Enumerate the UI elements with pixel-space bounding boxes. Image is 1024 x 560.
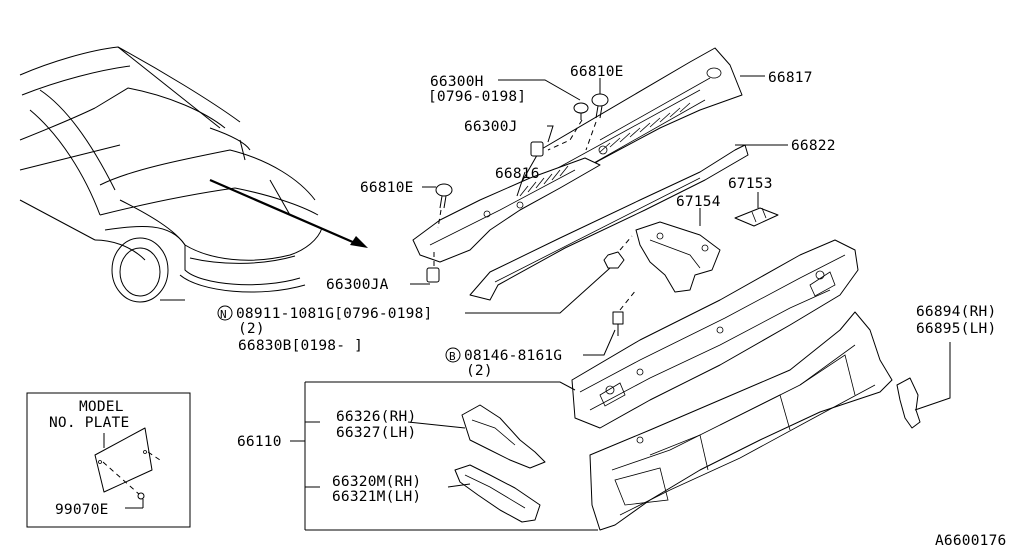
direction-arrow <box>209 178 368 248</box>
dash-upper-panel <box>571 239 859 429</box>
dash-lower-panel <box>589 311 893 531</box>
label-99070e: 99070E <box>55 502 109 518</box>
label-08911-qty: (2) <box>238 321 265 337</box>
n-circle <box>217 305 233 321</box>
label-model-plate-1: MODEL <box>79 399 124 415</box>
label-n-circle: N <box>220 308 227 321</box>
car-illustration <box>19 46 323 303</box>
part-66320m-panel <box>454 464 541 523</box>
label-08146-qty: (2) <box>466 363 493 379</box>
label-66894: 66894(RH) <box>916 304 996 320</box>
label-66327: 66327(LH) <box>336 425 416 441</box>
part-67154-bracket <box>635 221 721 293</box>
label-66816: 66816 <box>495 166 540 182</box>
label-66326: 66326(RH) <box>336 409 416 425</box>
label-66810e-left: 66810E <box>360 180 414 196</box>
label-66810e-top: 66810E <box>570 64 624 80</box>
fasteners <box>426 93 637 336</box>
model-plate-box <box>26 392 191 528</box>
label-66300ja: 66300JA <box>326 277 389 293</box>
label-66817: 66817 <box>768 70 813 86</box>
label-66320m: 66320M(RH) <box>332 474 421 490</box>
b-circle <box>445 347 461 363</box>
label-66822: 66822 <box>791 138 836 154</box>
label-b-circle: B <box>449 350 456 363</box>
diagram-code: A6600176 <box>935 533 1006 549</box>
part-66816-cowl-top <box>412 157 601 263</box>
part-66326-panel <box>461 404 546 469</box>
label-08911: 08911-1081G[0796-0198] <box>236 306 432 322</box>
label-model-plate-2: NO. PLATE <box>49 415 129 431</box>
label-66110: 66110 <box>237 434 282 450</box>
part-labels: 66300H [0796-0198] 66810E 66817 66300J 6… <box>49 64 1006 549</box>
part-66894-bracket <box>896 377 921 429</box>
leader-lines <box>290 75 951 531</box>
label-67154: 67154 <box>676 194 721 210</box>
label-66300h: 66300H <box>430 74 484 90</box>
label-66300h-date: [0796-0198] <box>428 89 526 105</box>
label-67153: 67153 <box>728 176 773 192</box>
label-66321m: 66321M(LH) <box>332 489 421 505</box>
label-66830b: 66830B[0198- ] <box>238 338 363 354</box>
part-66822-seal <box>469 144 749 301</box>
label-66300j: 66300J <box>464 119 518 135</box>
label-66895: 66895(LH) <box>916 321 996 337</box>
label-08146: 08146-8161G <box>464 348 562 364</box>
part-67153-bracket <box>734 207 779 227</box>
